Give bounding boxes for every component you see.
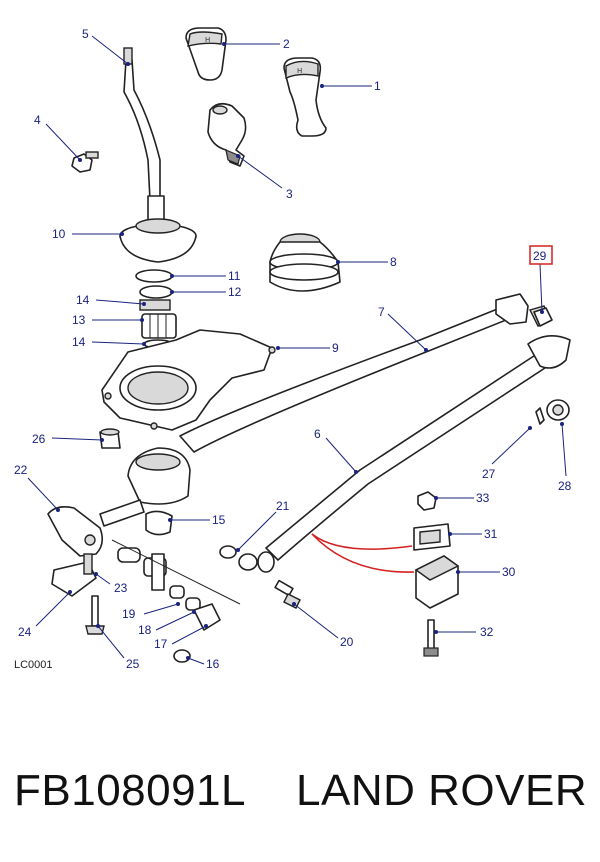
pivot-lever: [47, 506, 104, 597]
part-caption: FB108091L LAND ROVER: [14, 766, 594, 826]
callout-label: 23: [114, 581, 128, 595]
knob-adaptor: [207, 102, 247, 167]
callout-label: 21: [276, 499, 290, 513]
highlight-box: [529, 245, 553, 265]
clip: [535, 407, 545, 425]
callout-label: 7: [378, 305, 385, 319]
o-ring: [173, 649, 191, 663]
callout-label: 17: [154, 637, 168, 651]
wire-harness: [311, 533, 415, 573]
bracket: [413, 523, 451, 551]
callout-label: 13: [72, 313, 86, 327]
bolt-short: [274, 579, 301, 609]
callout-label: 22: [14, 463, 28, 477]
callout-label: 1: [374, 79, 381, 93]
svg-text:H: H: [297, 67, 302, 75]
selector-rod-short: [265, 335, 571, 561]
selector-housing: [99, 447, 191, 536]
mounting-plate: [101, 329, 276, 431]
leader-lines: [27, 35, 567, 665]
nut: [417, 491, 437, 511]
callout-label: 8: [390, 255, 397, 269]
wire-harness: [311, 533, 413, 550]
callout-label: 28: [558, 479, 572, 493]
callout-label: 12: [228, 285, 242, 299]
callout-label: 30: [502, 565, 516, 579]
callout-label: 32: [480, 625, 494, 639]
bolt: [71, 151, 99, 173]
gear-lever: [123, 47, 165, 221]
linkage-joints: [111, 539, 241, 631]
callout-label: 14: [72, 335, 86, 349]
callout-label: 2: [283, 37, 290, 51]
exploded-parts-diagram: H H: [14, 27, 572, 671]
callout-label: 5: [82, 27, 89, 41]
callout-label: 3: [286, 187, 293, 201]
mounting-block: [414, 555, 460, 609]
bush-ring: [546, 399, 570, 421]
gear-knob-small: H: [185, 27, 227, 81]
callout-label: 16: [206, 657, 220, 671]
rod-end-bushes: [219, 545, 275, 573]
gear-knob-large: H: [283, 57, 327, 137]
callout-numbers: 1 2 3 4 5 6 7 8 9 10 11 12 13 14 14 15 1…: [14, 27, 572, 671]
callout-label: 6: [314, 427, 321, 441]
callout-label: 15: [212, 513, 226, 527]
callout-label: 24: [18, 625, 32, 639]
bush: [99, 428, 121, 449]
callout-label: 10: [52, 227, 66, 241]
callout-label: 25: [126, 657, 140, 671]
callout-label: 33: [476, 491, 490, 505]
callout-label: 19: [122, 607, 136, 621]
diagram-reference-code: LC0001: [14, 659, 53, 671]
callout-label: 4: [34, 113, 41, 127]
brand-name: LAND ROVER: [296, 766, 588, 815]
callout-label: 9: [332, 341, 339, 355]
callout-label: 31: [484, 527, 498, 541]
lever-gaiter: [119, 218, 197, 263]
boot-gaiter: [269, 233, 341, 292]
callout-label: 29: [533, 249, 547, 263]
bolt-vertical: [423, 619, 439, 657]
callout-label: 27: [482, 467, 496, 481]
callout-label: 26: [32, 432, 46, 446]
callout-label: 11: [228, 269, 241, 283]
svg-text:H: H: [205, 36, 210, 44]
bolt-long: [85, 595, 105, 635]
callout-label: 18: [138, 623, 152, 637]
part-number: FB108091L: [14, 766, 247, 815]
callout-label: 20: [340, 635, 354, 649]
callout-label: 14: [76, 293, 90, 307]
